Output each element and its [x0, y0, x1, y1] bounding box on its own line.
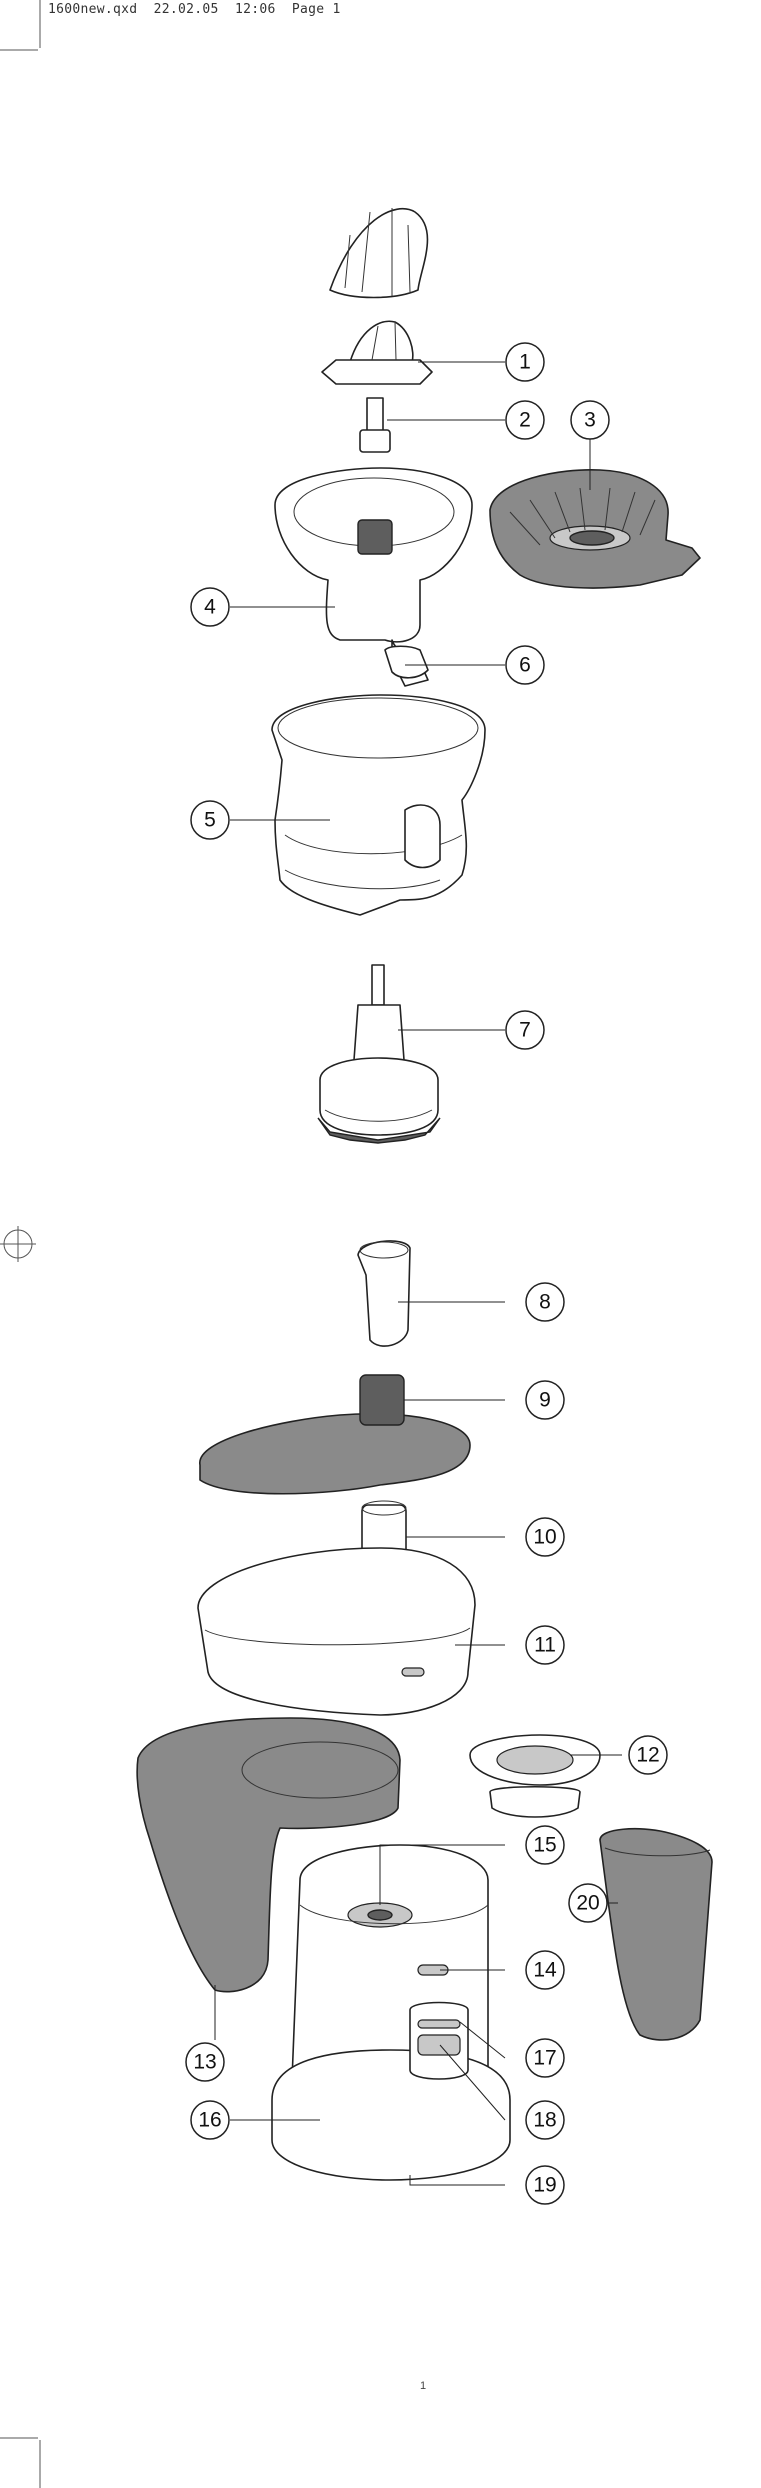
callout-3: 3: [570, 400, 610, 440]
page-number: 1: [420, 2380, 427, 2392]
callout-9-label: 9: [539, 1389, 551, 1412]
callout-17: 17: [525, 2038, 565, 2078]
callout-12-label: 12: [636, 1744, 659, 1767]
callout-19-label: 19: [533, 2174, 556, 2197]
motor-base: [271, 1844, 511, 2181]
callout-5-label: 5: [204, 809, 216, 832]
callout-2-label: 2: [519, 409, 531, 432]
header-page: Page 1: [291, 2, 341, 17]
callout-18-label: 18: [533, 2109, 556, 2132]
callout-1-label: 1: [519, 351, 531, 374]
callout-6: 6: [505, 645, 545, 685]
callout-19: 19: [525, 2165, 565, 2205]
callout-13-label: 13: [193, 2051, 216, 2074]
page-header: 1600new.qxd 22.02.05 12:06 Page 1: [48, 2, 341, 17]
processor-bowl: [197, 1547, 476, 1716]
leader-lines: [214, 361, 622, 2186]
callout-2: 2: [505, 400, 545, 440]
callout-20: 20: [568, 1883, 608, 1923]
large-reamer-cone: [329, 207, 429, 299]
callout-4: 4: [190, 587, 230, 627]
juice-cup: [599, 1827, 713, 2041]
callout-8: 8: [525, 1282, 565, 1322]
food-pusher: [357, 1240, 411, 1347]
callout-18: 18: [525, 2100, 565, 2140]
callout-10: 10: [525, 1517, 565, 1557]
callout-7-label: 7: [519, 1019, 531, 1042]
callout-8-label: 8: [539, 1291, 551, 1314]
callout-4-label: 4: [204, 596, 216, 619]
crop-marks: [0, 0, 41, 2488]
callout-10-label: 10: [533, 1526, 556, 1549]
header-file: 1600new.qxd: [48, 2, 138, 17]
callout-9: 9: [525, 1380, 565, 1420]
slicing-disc: [199, 1374, 471, 1495]
callout-3-label: 3: [584, 409, 596, 432]
callout-14: 14: [525, 1950, 565, 1990]
filter-sieve: [489, 468, 701, 589]
callout-5: 5: [190, 800, 230, 840]
press-jug: [271, 694, 486, 916]
callout-7: 7: [505, 1010, 545, 1050]
callout-20-label: 20: [576, 1892, 599, 1915]
citrus-cone-small: [469, 1734, 601, 1818]
header-date: 22.02.05: [153, 2, 219, 17]
drive-spindle: [359, 397, 391, 453]
callout-16: 16: [190, 2100, 230, 2140]
callout-15-label: 15: [533, 1834, 556, 1857]
callout-14-label: 14: [533, 1959, 557, 1982]
small-reamer-cone: [321, 320, 433, 385]
juice-jug: [136, 1717, 401, 1993]
callout-11-label: 11: [534, 1634, 556, 1657]
callout-17-label: 17: [533, 2047, 556, 2070]
drive-coupling: [317, 964, 441, 1144]
callout-16-label: 16: [198, 2109, 221, 2132]
juice-collector: [274, 467, 473, 687]
pulp-spout: [384, 645, 429, 679]
header-time: 12:06: [234, 2, 276, 17]
callout-1: 1: [505, 342, 545, 382]
callout-6-label: 6: [519, 654, 531, 677]
callout-11: 11: [525, 1625, 565, 1665]
callout-15: 15: [525, 1825, 565, 1865]
callout-13: 13: [185, 2042, 225, 2082]
callout-12: 12: [628, 1735, 668, 1775]
